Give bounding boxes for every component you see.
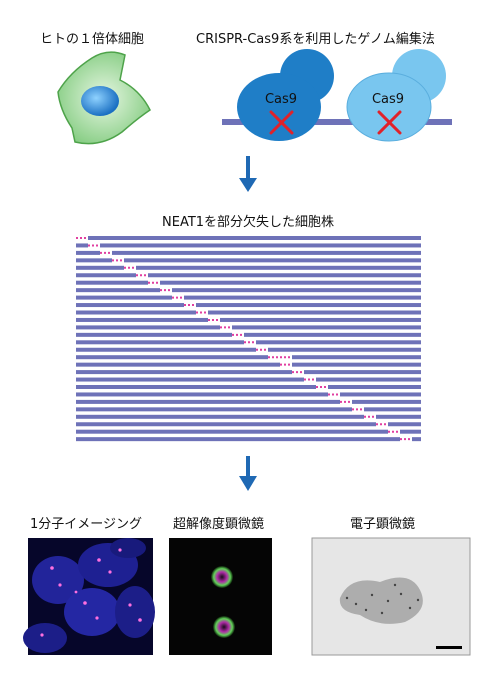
single-molecule-image	[23, 538, 155, 655]
haploid-cell-label: ヒトの１倍体細胞	[40, 32, 145, 47]
line-segment	[256, 340, 421, 345]
line-segment	[376, 414, 421, 419]
haploid-cell-icon	[57, 51, 151, 145]
line-segment	[76, 258, 112, 263]
line-segment	[196, 303, 421, 308]
line-segment	[208, 310, 421, 315]
line-segment	[76, 392, 328, 397]
line-segment	[76, 377, 304, 382]
line-segment	[76, 414, 364, 419]
line-segment	[76, 407, 352, 412]
line-segment	[412, 437, 421, 442]
down-arrow-icon	[239, 156, 257, 192]
line-segment	[76, 437, 400, 442]
line-segment	[76, 429, 388, 434]
line-segment	[364, 407, 421, 412]
cross-left-icon	[269, 110, 294, 135]
line-segment	[352, 399, 421, 404]
line-segment	[76, 385, 316, 389]
cas9-left-icon	[237, 49, 334, 141]
line-segment	[316, 377, 421, 382]
line-segment	[76, 250, 100, 255]
line-segment	[76, 273, 136, 278]
super-resolution-label: 超解像度顕微鏡	[173, 517, 265, 532]
line-segment	[76, 265, 124, 270]
line-segment	[76, 355, 268, 360]
line-segment	[76, 422, 376, 427]
line-segment	[328, 385, 421, 389]
neat1-lines-label: NEAT1を部分欠失した細胞株	[162, 215, 335, 230]
scale-bar	[436, 646, 462, 649]
line-segment	[292, 362, 421, 367]
line-segment	[304, 370, 421, 375]
cas9-left-label: Cas9	[265, 92, 297, 107]
line-segment	[76, 303, 184, 308]
line-segment	[172, 288, 421, 293]
line-segment	[292, 355, 421, 360]
line-segment	[112, 250, 421, 255]
deletion-lines	[76, 236, 421, 442]
line-segment	[100, 243, 421, 248]
line-segment	[76, 399, 340, 404]
line-segment	[184, 295, 421, 300]
line-segment	[76, 362, 280, 367]
super-resolution-image	[169, 538, 272, 655]
line-segment	[76, 325, 220, 330]
line-segment	[76, 332, 232, 337]
line-segment	[88, 236, 421, 240]
line-segment	[76, 280, 148, 285]
line-segment	[76, 288, 160, 293]
line-segment	[136, 265, 421, 270]
cas9-right-label: Cas9	[372, 92, 404, 107]
line-segment	[220, 317, 421, 322]
dna-line	[222, 119, 452, 125]
line-segment	[124, 258, 421, 263]
down-arrow-icon	[239, 456, 257, 491]
line-segment	[76, 310, 196, 315]
single-molecule-label: 1分子イメージング	[30, 517, 143, 532]
nucleus-icon	[81, 86, 119, 116]
line-segment	[76, 295, 172, 300]
line-segment	[76, 243, 88, 248]
line-segment	[268, 347, 421, 352]
cross-right-icon	[377, 110, 402, 135]
line-segment	[388, 422, 421, 427]
electron-microscope-image	[311, 537, 471, 656]
line-segment	[76, 370, 292, 375]
line-segment	[76, 347, 256, 352]
crispr-system-label: CRISPR-Cas9系を利用したゲノム編集法	[196, 32, 435, 47]
line-segment	[76, 317, 208, 322]
line-segment	[160, 280, 421, 285]
cas9-right-icon	[346, 49, 446, 142]
line-segment	[232, 325, 421, 330]
electron-microscope-label: 電子顕微鏡	[350, 517, 416, 532]
line-segment	[244, 332, 421, 337]
line-segment	[148, 273, 421, 278]
line-segment	[76, 340, 244, 345]
line-segment	[340, 392, 421, 397]
line-segment	[400, 429, 421, 434]
